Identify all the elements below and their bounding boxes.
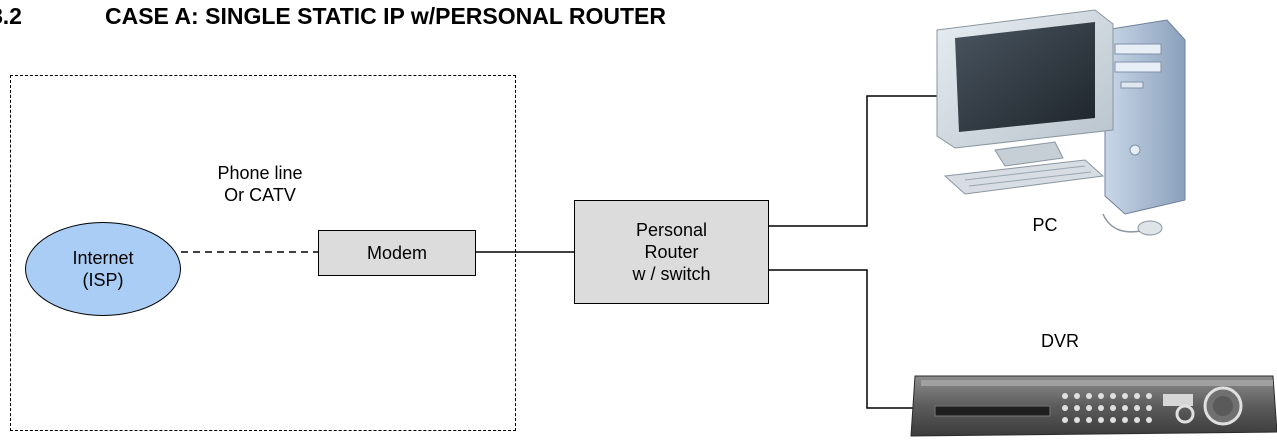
router-box: Personal Router w / switch xyxy=(574,200,769,304)
connection-label: Phone line Or CATV xyxy=(217,163,303,205)
pc-label: PC xyxy=(1032,215,1058,235)
router-pc-link xyxy=(769,95,940,227)
section-title: CASE A: SINGLE STATIC IP w/PERSONAL ROUT… xyxy=(105,3,666,29)
router-dvr-link xyxy=(769,269,920,409)
dvr-label: DVR xyxy=(1040,331,1079,351)
modem-box: Modem xyxy=(318,230,476,276)
pc-icon xyxy=(936,9,1186,236)
internet-node: Internet (ISP) xyxy=(25,222,181,316)
section-number: 8.2 xyxy=(0,3,22,29)
isp-boundary xyxy=(10,75,516,431)
dvr-icon xyxy=(910,375,1277,437)
